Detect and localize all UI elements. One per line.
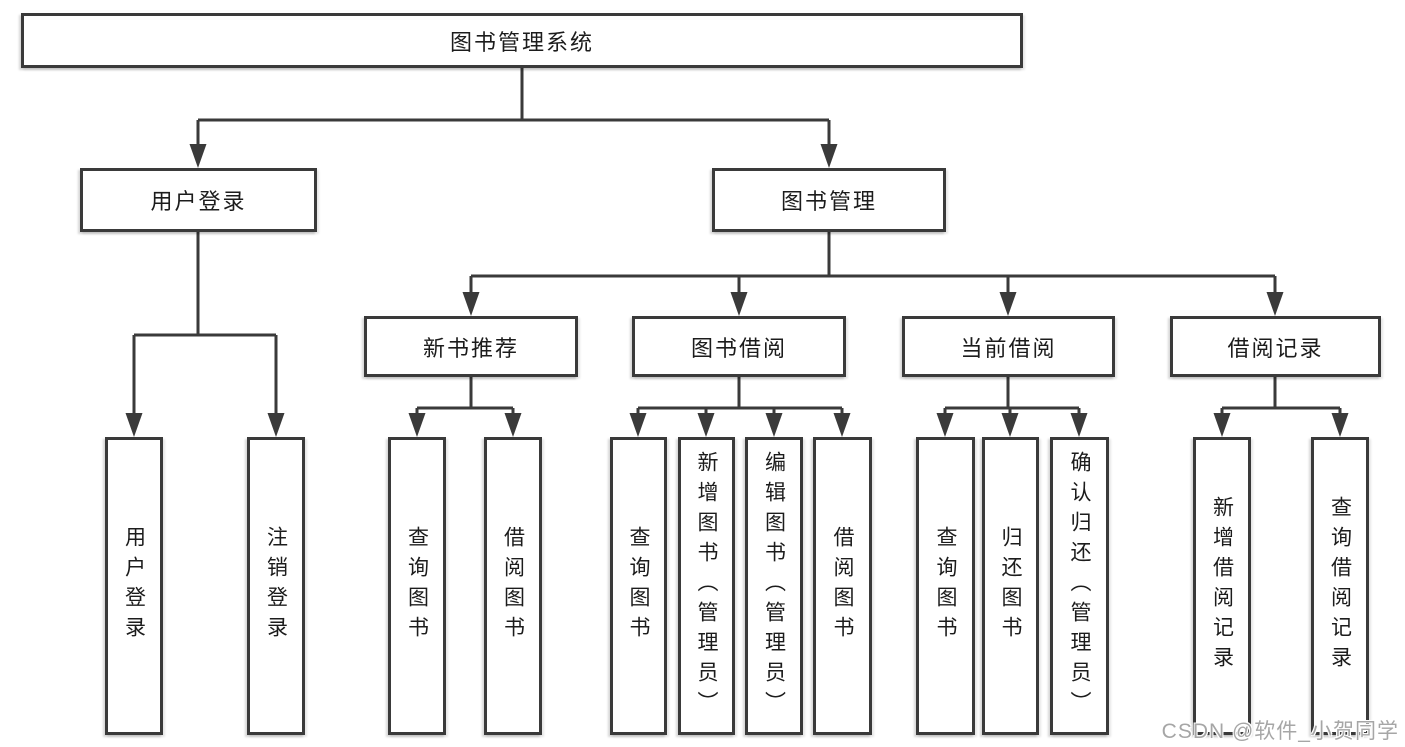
connector-user-login-to-leaves xyxy=(125,232,285,437)
leaf-add-borrow-record-label: 新增借阅记录 xyxy=(1210,496,1234,676)
leaf-borrowing-borrow-books-label: 借阅图书 xyxy=(831,526,854,646)
leaf-add-books-admin: 新增图书（管理员） xyxy=(678,437,735,735)
node-book-management: 图书管理 xyxy=(712,168,946,232)
node-user-login-group-label: 用户登录 xyxy=(150,189,247,214)
leaf-logout: 注销登录 xyxy=(247,437,305,735)
leaf-recommend-query-books-label: 查询图书 xyxy=(405,526,429,646)
leaf-current-query-books-label: 查询图书 xyxy=(934,526,957,646)
connector-book-management-to-level3 xyxy=(462,232,1284,316)
node-user-login-group: 用户登录 xyxy=(80,168,317,232)
leaf-return-books: 归还图书 xyxy=(982,437,1039,735)
leaf-current-query-books: 查询图书 xyxy=(916,437,975,735)
leaf-add-borrow-record: 新增借阅记录 xyxy=(1193,437,1251,735)
node-new-book-recommend: 新书推荐 xyxy=(364,316,578,377)
connector-root-to-level2 xyxy=(189,68,838,168)
leaf-confirm-return-admin: 确认归还（管理员） xyxy=(1050,437,1109,735)
node-book-borrowing-label: 图书借阅 xyxy=(690,335,787,361)
leaf-edit-books-admin-label: 编辑图书（管理员） xyxy=(762,451,786,721)
leaf-user-login-label: 用户登录 xyxy=(122,526,146,646)
csdn-watermark: CSDN @软件_小贺同学 xyxy=(1161,720,1399,743)
leaf-recommend-borrow-books: 借阅图书 xyxy=(484,437,542,735)
leaf-query-borrow-record: 查询借阅记录 xyxy=(1311,437,1369,735)
node-root-system: 图书管理系统 xyxy=(21,13,1023,68)
leaf-query-borrow-record-label: 查询借阅记录 xyxy=(1328,496,1352,676)
connector-current-borrowing-to-leaves xyxy=(936,377,1088,437)
node-root-label: 图书管理系统 xyxy=(449,29,594,55)
node-borrow-records: 借阅记录 xyxy=(1170,316,1381,377)
node-current-borrowing: 当前借阅 xyxy=(902,316,1115,377)
leaf-recommend-query-books: 查询图书 xyxy=(388,437,446,735)
node-borrow-records-label: 借阅记录 xyxy=(1227,335,1324,361)
leaf-user-login: 用户登录 xyxy=(105,437,163,735)
node-book-borrowing: 图书借阅 xyxy=(632,316,846,377)
leaf-confirm-return-admin-label: 确认归还（管理员） xyxy=(1068,451,1091,721)
leaf-return-books-label: 归还图书 xyxy=(999,526,1022,646)
node-book-management-label: 图书管理 xyxy=(780,189,877,214)
leaf-edit-books-admin: 编辑图书（管理员） xyxy=(745,437,803,735)
leaf-borrowing-query-books: 查询图书 xyxy=(610,437,667,735)
leaf-borrowing-query-books-label: 查询图书 xyxy=(627,526,650,646)
connector-book-borrowing-to-leaves xyxy=(629,377,851,437)
leaf-recommend-borrow-books-label: 借阅图书 xyxy=(501,526,525,646)
connector-new-book-recommend-to-leaves xyxy=(408,377,522,437)
leaf-add-books-admin-label: 新增图书（管理员） xyxy=(695,451,718,721)
leaf-logout-label: 注销登录 xyxy=(264,526,288,646)
node-current-borrowing-label: 当前借阅 xyxy=(960,335,1057,361)
node-new-book-recommend-label: 新书推荐 xyxy=(422,335,519,361)
connector-borrow-records-to-leaves xyxy=(1213,377,1349,437)
leaf-borrowing-borrow-books: 借阅图书 xyxy=(813,437,872,735)
